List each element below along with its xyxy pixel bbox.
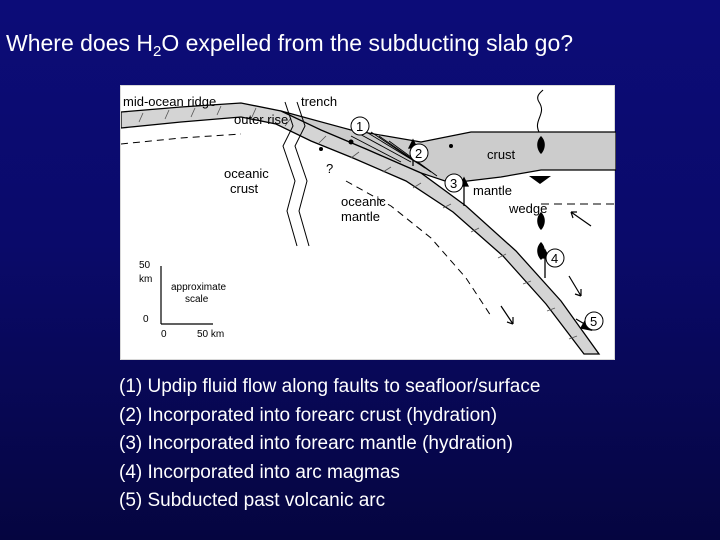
diagram-canvas: mid-ocean ridge trench outer rise oceani… <box>121 89 616 355</box>
scale-caption-1: approximate <box>171 282 226 293</box>
subduction-diagram: mid-ocean ridge trench outer rise oceani… <box>120 85 616 360</box>
crust-texture <box>138 105 578 340</box>
label-crust: crust <box>487 147 516 162</box>
slide-title: Where does H2O expelled from the subduct… <box>6 30 716 60</box>
oceanic-moho-dashed <box>121 133 242 145</box>
marker-1: 1 <box>350 116 370 136</box>
marker-1-number: 1 <box>356 119 363 134</box>
scale-horizontal-zero: 0 <box>161 329 167 340</box>
list-item: (2) Incorporated into forearc crust (hyd… <box>119 404 498 426</box>
label-trench: trench <box>301 94 337 109</box>
scale-vertical-zero: 0 <box>143 314 149 325</box>
title-prefix: Where does H <box>6 30 154 56</box>
scale-caption-2: scale <box>185 294 209 305</box>
scale-horizontal-label: 50 km <box>197 329 224 340</box>
marker-5-number: 5 <box>590 314 597 329</box>
label-wedge: wedge <box>508 201 547 216</box>
list-item: (4) Incorporated into arc magmas <box>119 461 400 483</box>
section-break <box>282 101 310 247</box>
list-item: (3) Incorporated into forearc mantle (hy… <box>119 433 513 454</box>
marker-4: 4 <box>545 248 565 268</box>
inner-slab-dashed <box>345 180 492 317</box>
oceanic-plate-layer <box>121 102 601 355</box>
scale-vertical-top: 50 <box>139 260 151 271</box>
label-oceanic-mantle-2: mantle <box>341 209 380 224</box>
title-suffix: O expelled from the subducting slab go? <box>161 30 574 56</box>
vent-point <box>449 144 453 148</box>
marker-3-number: 3 <box>450 176 457 191</box>
label-mid-ocean-ridge: mid-ocean ridge <box>123 94 216 109</box>
label-oceanic-crust-2: crust <box>230 181 259 196</box>
scale-vertical-unit: km <box>139 274 152 285</box>
fluid-pathway-list: (1) Updip fluid flow along faults to sea… <box>119 373 540 516</box>
scale-bar <box>160 266 213 325</box>
marker-2: 2 <box>409 143 429 163</box>
marker-2-number: 2 <box>415 146 422 161</box>
volcano-squiggle <box>537 89 544 133</box>
label-mantle: mantle <box>473 183 512 198</box>
magma-drops <box>529 136 551 260</box>
label-oceanic-crust-1: oceanic <box>224 166 269 181</box>
title-subscript: 2 <box>153 43 162 60</box>
label-oceanic-mantle-1: oceanic <box>341 194 386 209</box>
label-outer-rise: outer rise <box>234 112 288 127</box>
label-question-mark: ? <box>326 161 333 176</box>
marker-4-number: 4 <box>551 251 558 266</box>
list-item: (1) Updip fluid flow along faults to sea… <box>119 376 541 397</box>
marker-5: 5 <box>584 311 604 331</box>
mantle-flow-arrows <box>500 211 592 325</box>
list-item: (5) Subducted past volcanic arc <box>119 490 386 511</box>
marker-3: 3 <box>444 173 464 193</box>
trench-point <box>348 139 354 145</box>
outer-rise-point <box>319 147 323 151</box>
